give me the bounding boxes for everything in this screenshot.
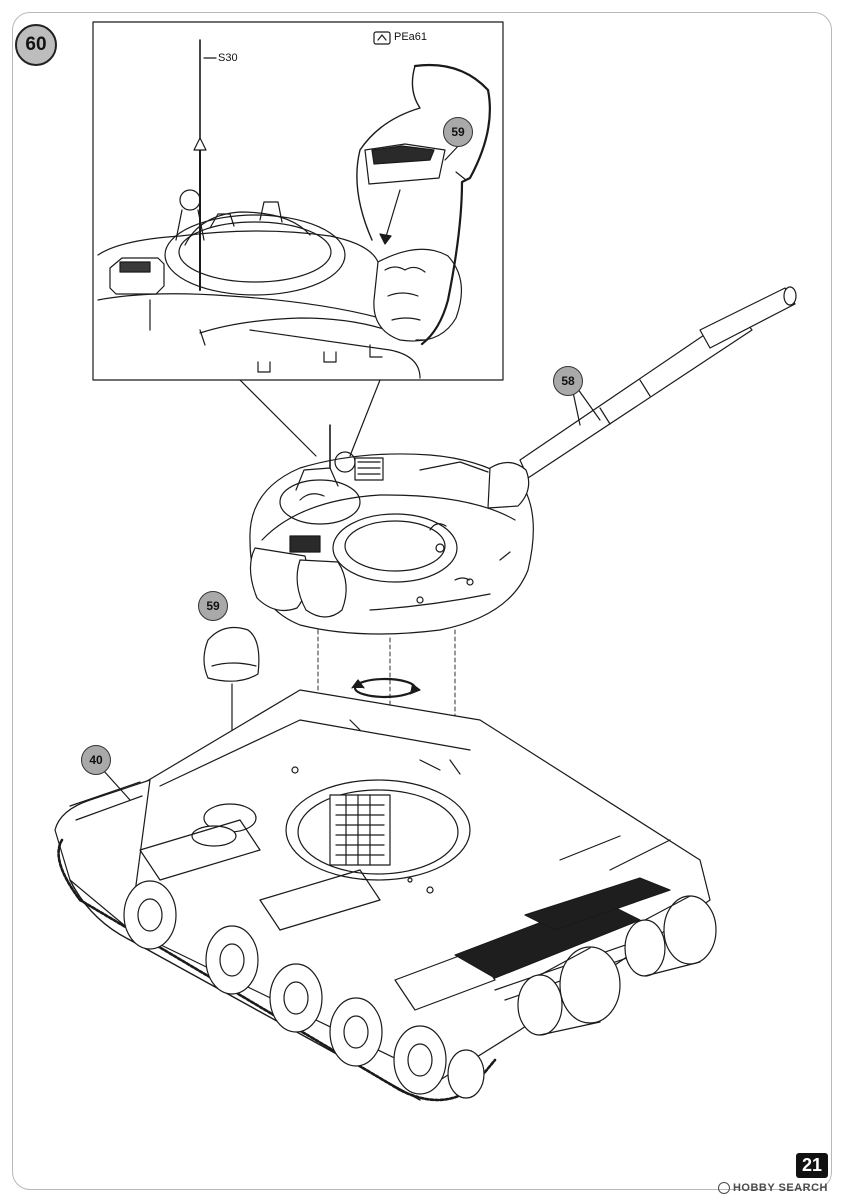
leader-40 [102,769,131,801]
inset-leader-right [349,379,381,457]
engine-grille-2 [524,877,671,931]
part-badge-58: 58 [553,366,583,396]
part-badge-40: 40 [81,745,111,775]
photo-etch-wire [413,63,491,346]
page-number: 21 [795,1153,828,1178]
leader-58 [572,391,581,426]
gun-barrel [519,286,797,479]
rotation-arrow [351,677,421,699]
inset-leader-left [239,379,317,457]
step-number-badge: 60 [15,24,57,66]
page-frame [12,12,832,1190]
watermark-icon [717,1182,730,1194]
watermark-text: HOBBY SEARCH [732,1182,828,1194]
hull [54,689,717,1102]
part-badge-59-detail: 59 [443,117,473,147]
watermark: HOBBY SEARCH [717,1182,828,1194]
antenna-label: S30 [218,52,238,64]
part-badge-59: 59 [198,591,228,621]
photo-etch-label: PEa61 [394,31,428,43]
inset-turret-top [97,230,379,263]
turret [249,424,534,635]
